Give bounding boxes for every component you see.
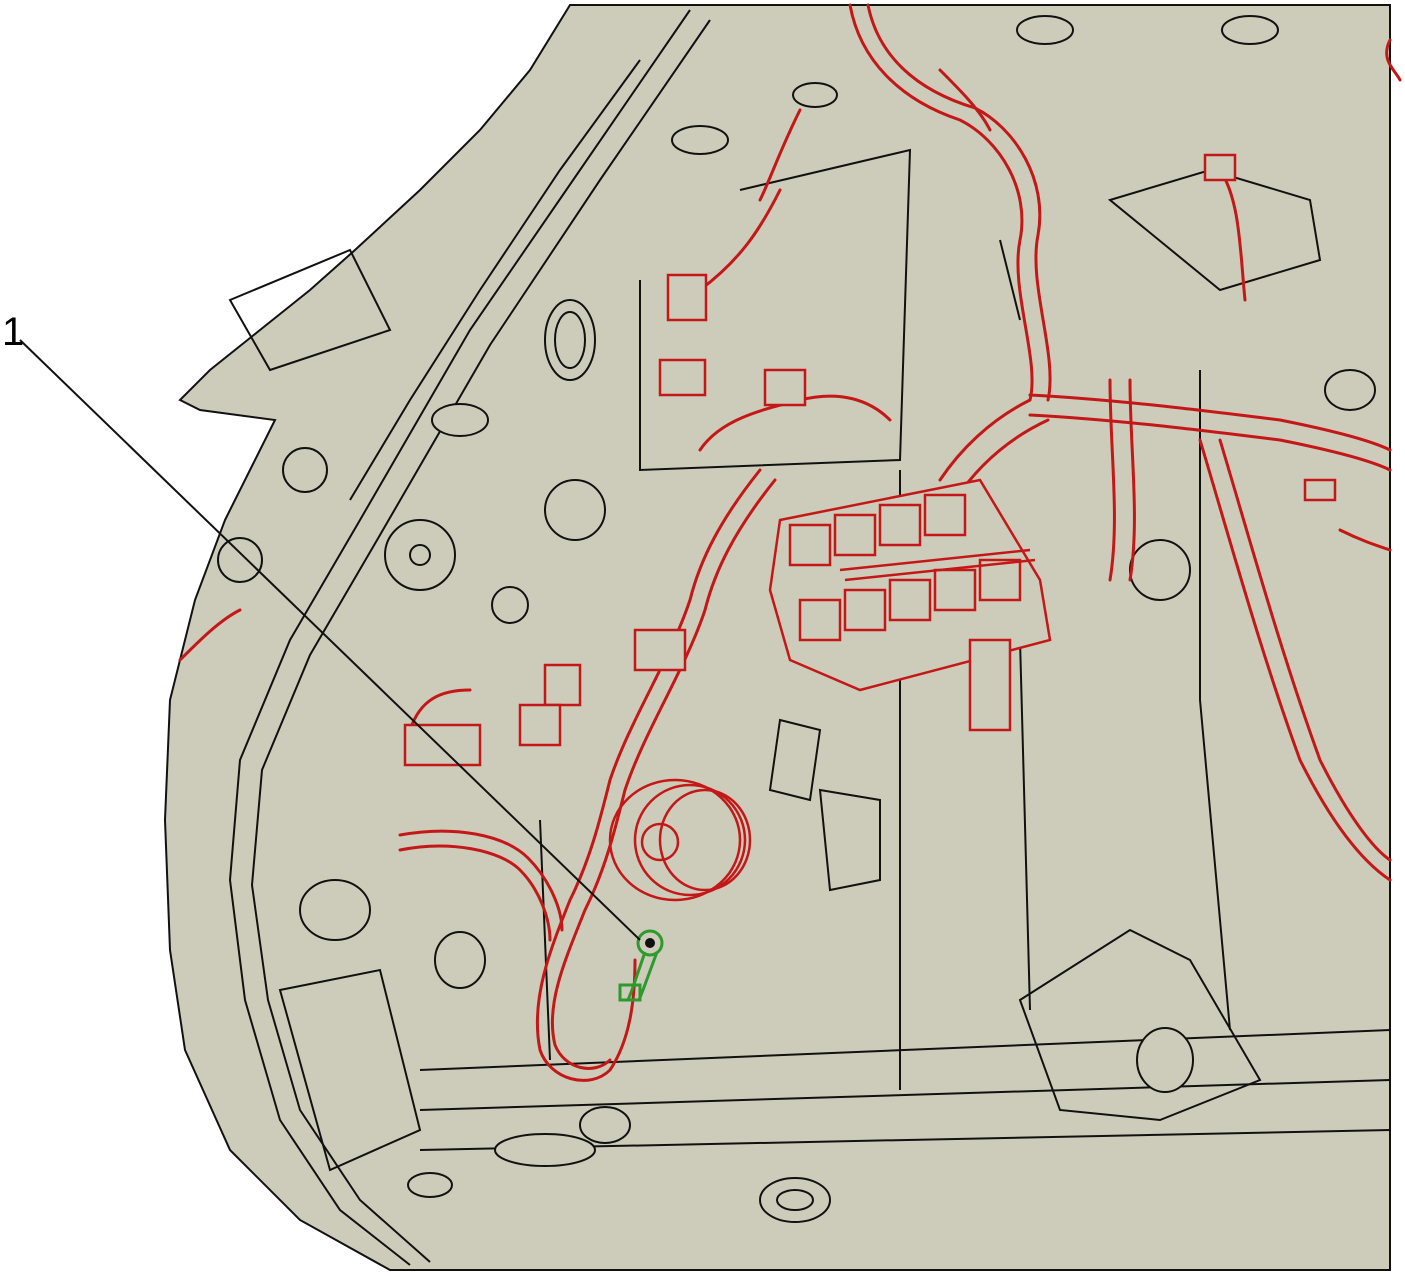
wiring-harness bbox=[178, 3, 1402, 1082]
structure-lines bbox=[228, 9, 1391, 1266]
speaker-component bbox=[608, 778, 752, 902]
callout-label-1: 1 bbox=[2, 310, 25, 354]
wiring-connector-icon bbox=[403, 153, 1337, 767]
ground-terminal-icon bbox=[618, 929, 664, 1002]
fuse-relay-block-icon bbox=[768, 478, 1052, 732]
body-grommets bbox=[217, 15, 1376, 1223]
callout-leader-line bbox=[19, 339, 641, 941]
ground-stud bbox=[645, 938, 655, 948]
